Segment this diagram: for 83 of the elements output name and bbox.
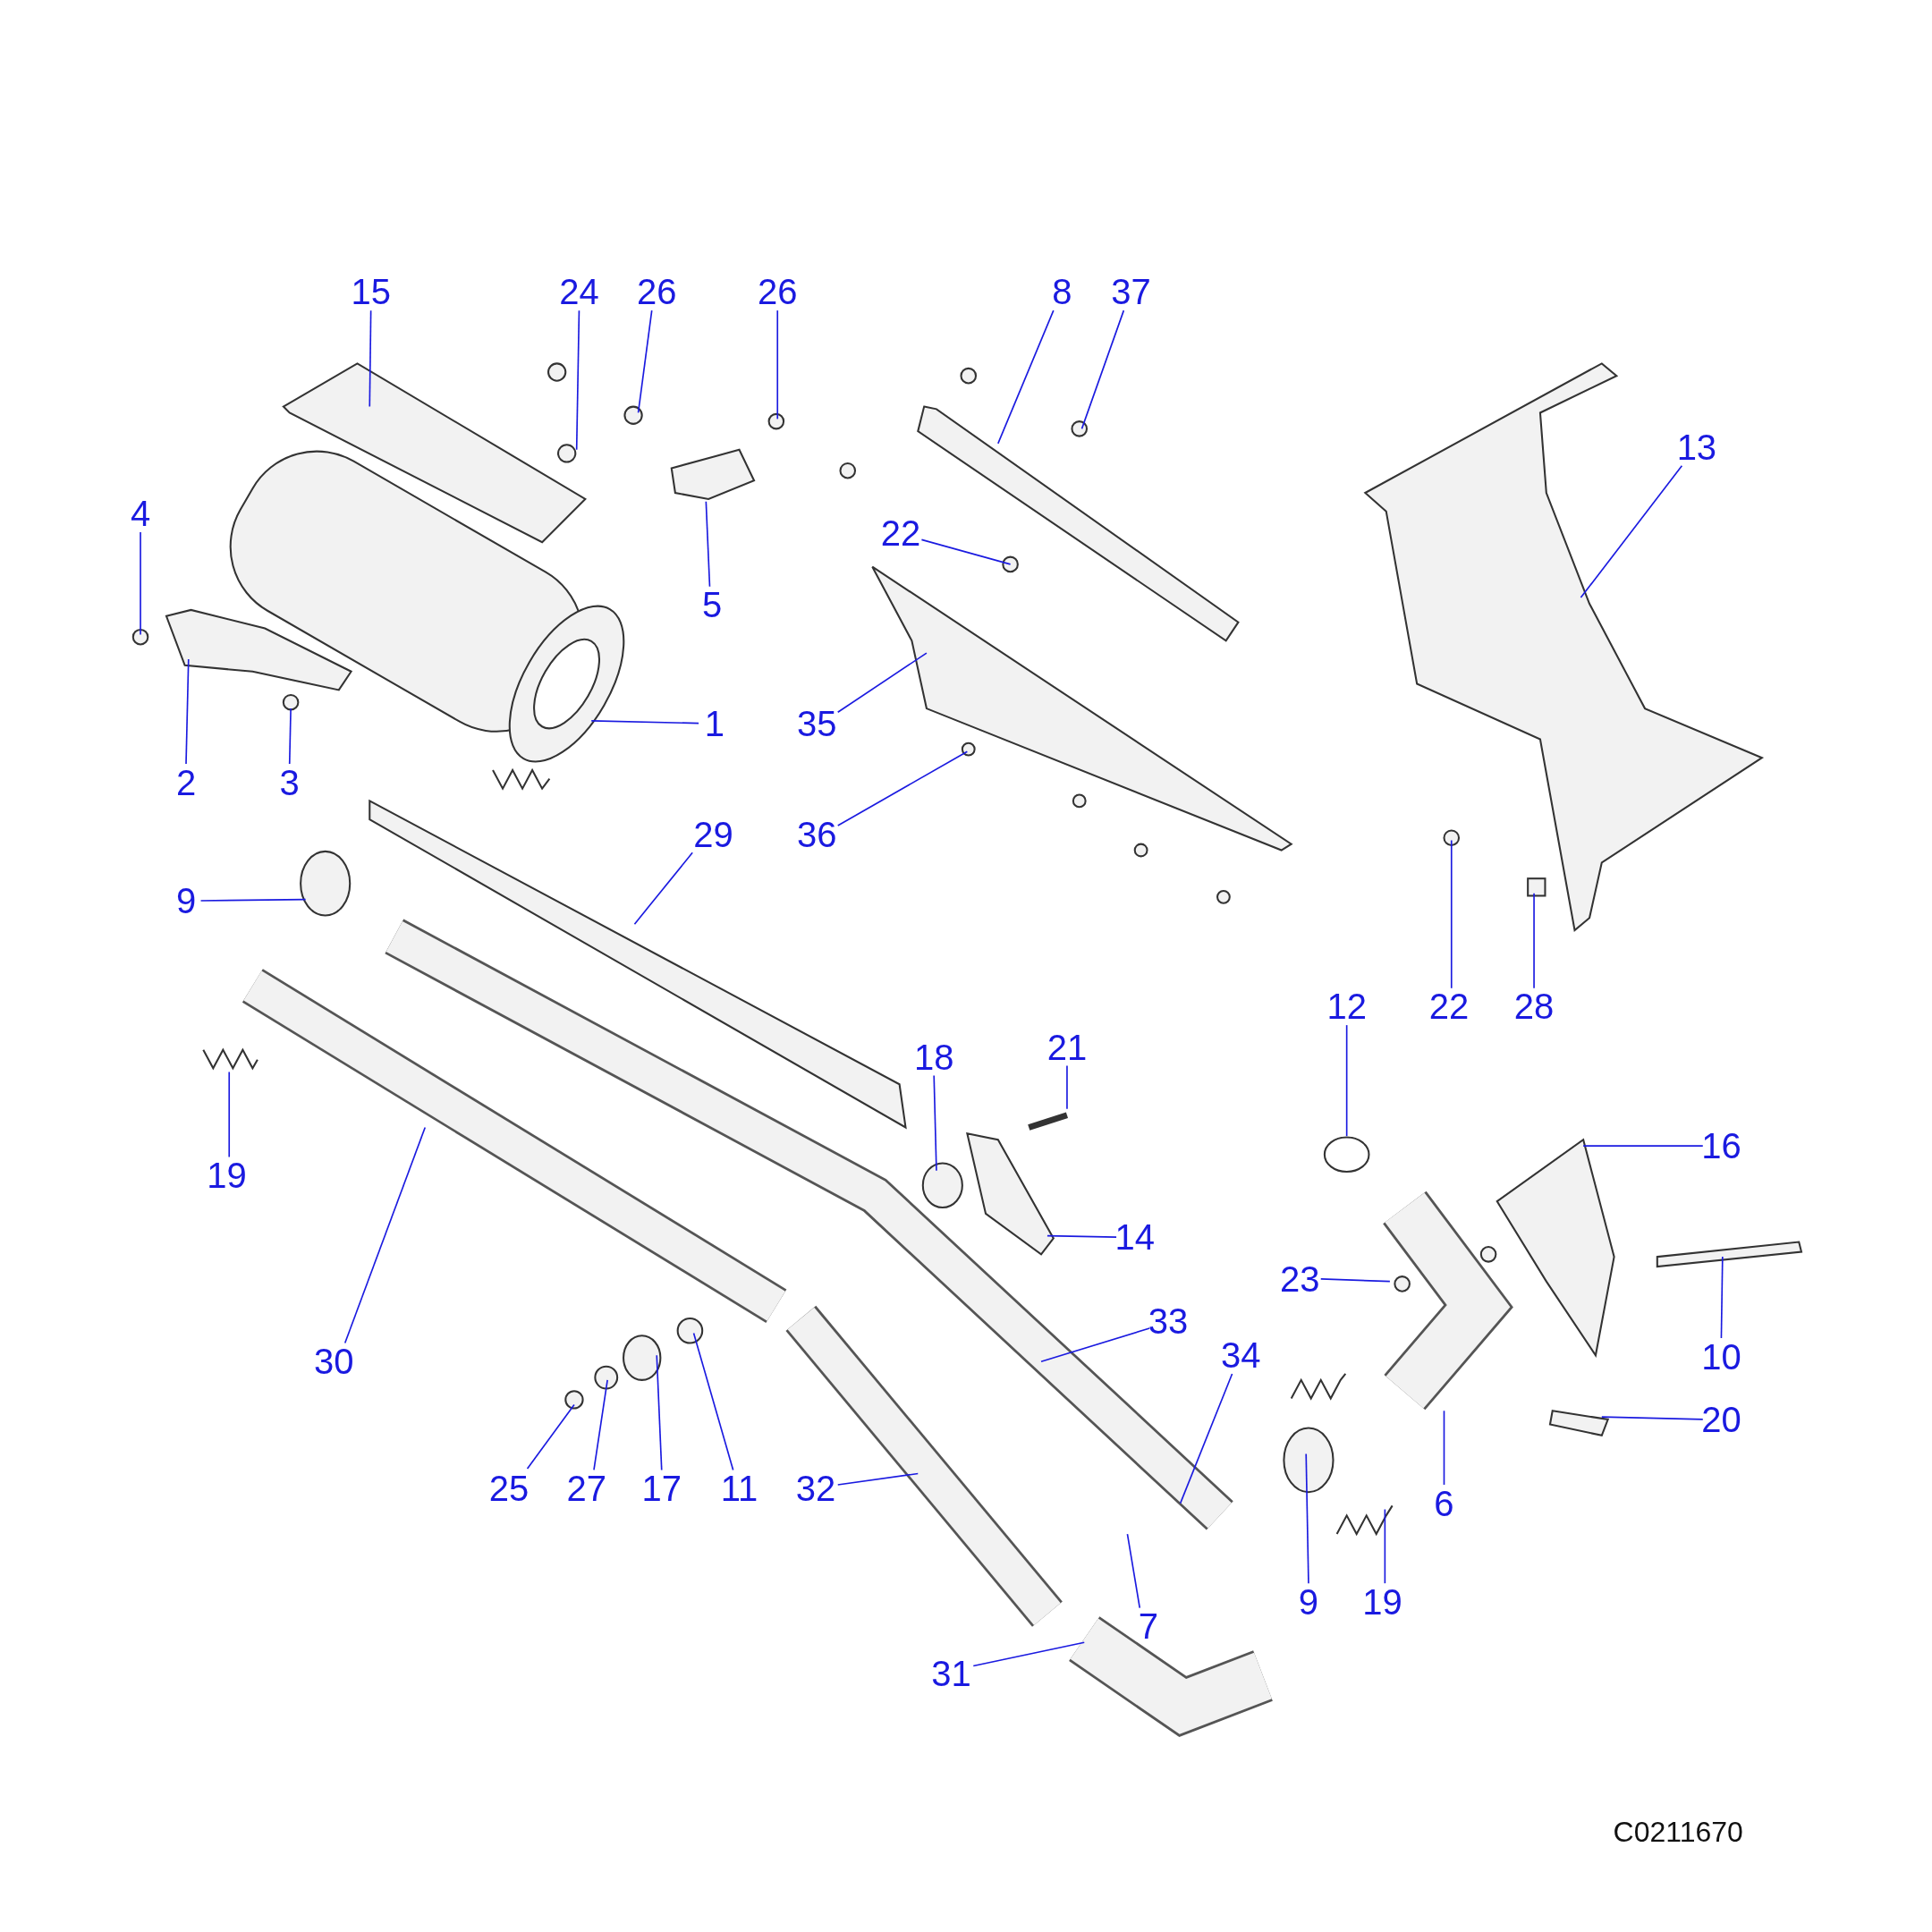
leader-line	[1126, 1533, 1141, 1609]
leader-line	[836, 652, 928, 714]
callout-number: 2	[175, 764, 197, 801]
leader-line	[590, 720, 699, 724]
leader-line	[836, 1472, 919, 1486]
callout-number: 21	[1046, 1029, 1088, 1065]
callout-number: 8	[1052, 274, 1072, 310]
leader-line	[692, 1332, 734, 1471]
leader-line	[1533, 892, 1535, 989]
leader-line	[1384, 1508, 1386, 1584]
leader-line	[1582, 1145, 1704, 1147]
callout-number: 3	[279, 764, 300, 801]
callout-number: 9	[175, 883, 197, 919]
callout-number: 13	[1676, 429, 1717, 466]
callout-number: 23	[1280, 1260, 1320, 1297]
leader-line	[343, 1126, 427, 1344]
leader-line	[1179, 1373, 1233, 1504]
callout-number: 15	[351, 274, 391, 310]
callout-number: 22	[880, 515, 921, 552]
leader-line	[637, 309, 653, 414]
drawing-number: C0211670	[1613, 1815, 1743, 1849]
callout-number: 14	[1114, 1219, 1155, 1256]
leader-line	[1066, 1064, 1068, 1110]
leader-line	[997, 309, 1055, 445]
leader-line	[1450, 839, 1453, 989]
callout-number: 1	[704, 705, 725, 741]
callout-number: 26	[637, 274, 677, 310]
callout-number: 27	[566, 1470, 606, 1507]
callout-number: 12	[1326, 988, 1367, 1025]
callout-number: 19	[207, 1157, 247, 1194]
leader-line	[199, 898, 307, 902]
callout-number: 24	[559, 274, 599, 310]
leader-line	[933, 1074, 937, 1172]
callout-number: 29	[693, 816, 733, 852]
leader-line	[633, 852, 693, 925]
callout-number: 9	[1298, 1583, 1319, 1620]
callout-number: 7	[1138, 1608, 1158, 1645]
leader-line	[656, 1354, 663, 1471]
leader-line	[369, 309, 372, 408]
callout-number: 25	[488, 1470, 530, 1507]
callout-number: 18	[913, 1038, 954, 1075]
callout-number: 35	[797, 705, 837, 741]
callout-number: 17	[641, 1470, 682, 1507]
callout-number: 26	[758, 274, 798, 310]
callout-number: 31	[931, 1655, 971, 1691]
leader-line	[1080, 309, 1125, 430]
leader-line	[1305, 1453, 1309, 1584]
callout-number: 19	[1362, 1583, 1402, 1620]
callout-number: 36	[797, 816, 837, 852]
callout-number: 30	[314, 1343, 354, 1380]
leader-line	[1443, 1410, 1445, 1486]
leader-line	[593, 1379, 608, 1471]
leader-line	[972, 1641, 1086, 1667]
leader-line	[836, 750, 969, 826]
callout-number: 22	[1428, 988, 1470, 1025]
leader-line	[526, 1403, 575, 1470]
callout-number: 11	[720, 1470, 758, 1507]
callout-number: 28	[1513, 988, 1555, 1025]
callout-number: 5	[702, 587, 723, 623]
leader-line	[575, 309, 580, 451]
callout-number: 33	[1148, 1302, 1189, 1339]
leader-line	[920, 538, 1012, 565]
leader-line	[1580, 464, 1683, 598]
callout-number: 20	[1701, 1401, 1741, 1437]
leader-line	[1046, 1234, 1117, 1238]
callout-number: 6	[1434, 1485, 1454, 1521]
leader-line	[288, 708, 292, 765]
leader-line	[228, 1071, 231, 1158]
callout-number: 4	[130, 496, 151, 532]
leader-line	[185, 658, 190, 765]
callout-number: 34	[1220, 1337, 1261, 1374]
callout-number: 37	[1111, 274, 1151, 310]
leader-line	[1720, 1256, 1724, 1339]
leader-line	[1601, 1416, 1704, 1420]
callout-number: 32	[795, 1470, 836, 1507]
leader-line	[1319, 1278, 1391, 1283]
leader-line	[1040, 1327, 1151, 1362]
callout-number: 10	[1701, 1338, 1741, 1375]
leader-line	[776, 309, 779, 420]
leader-line	[1345, 1024, 1348, 1137]
callout-number: 16	[1701, 1128, 1741, 1165]
leader-line	[140, 531, 141, 636]
leader-line	[705, 500, 711, 588]
